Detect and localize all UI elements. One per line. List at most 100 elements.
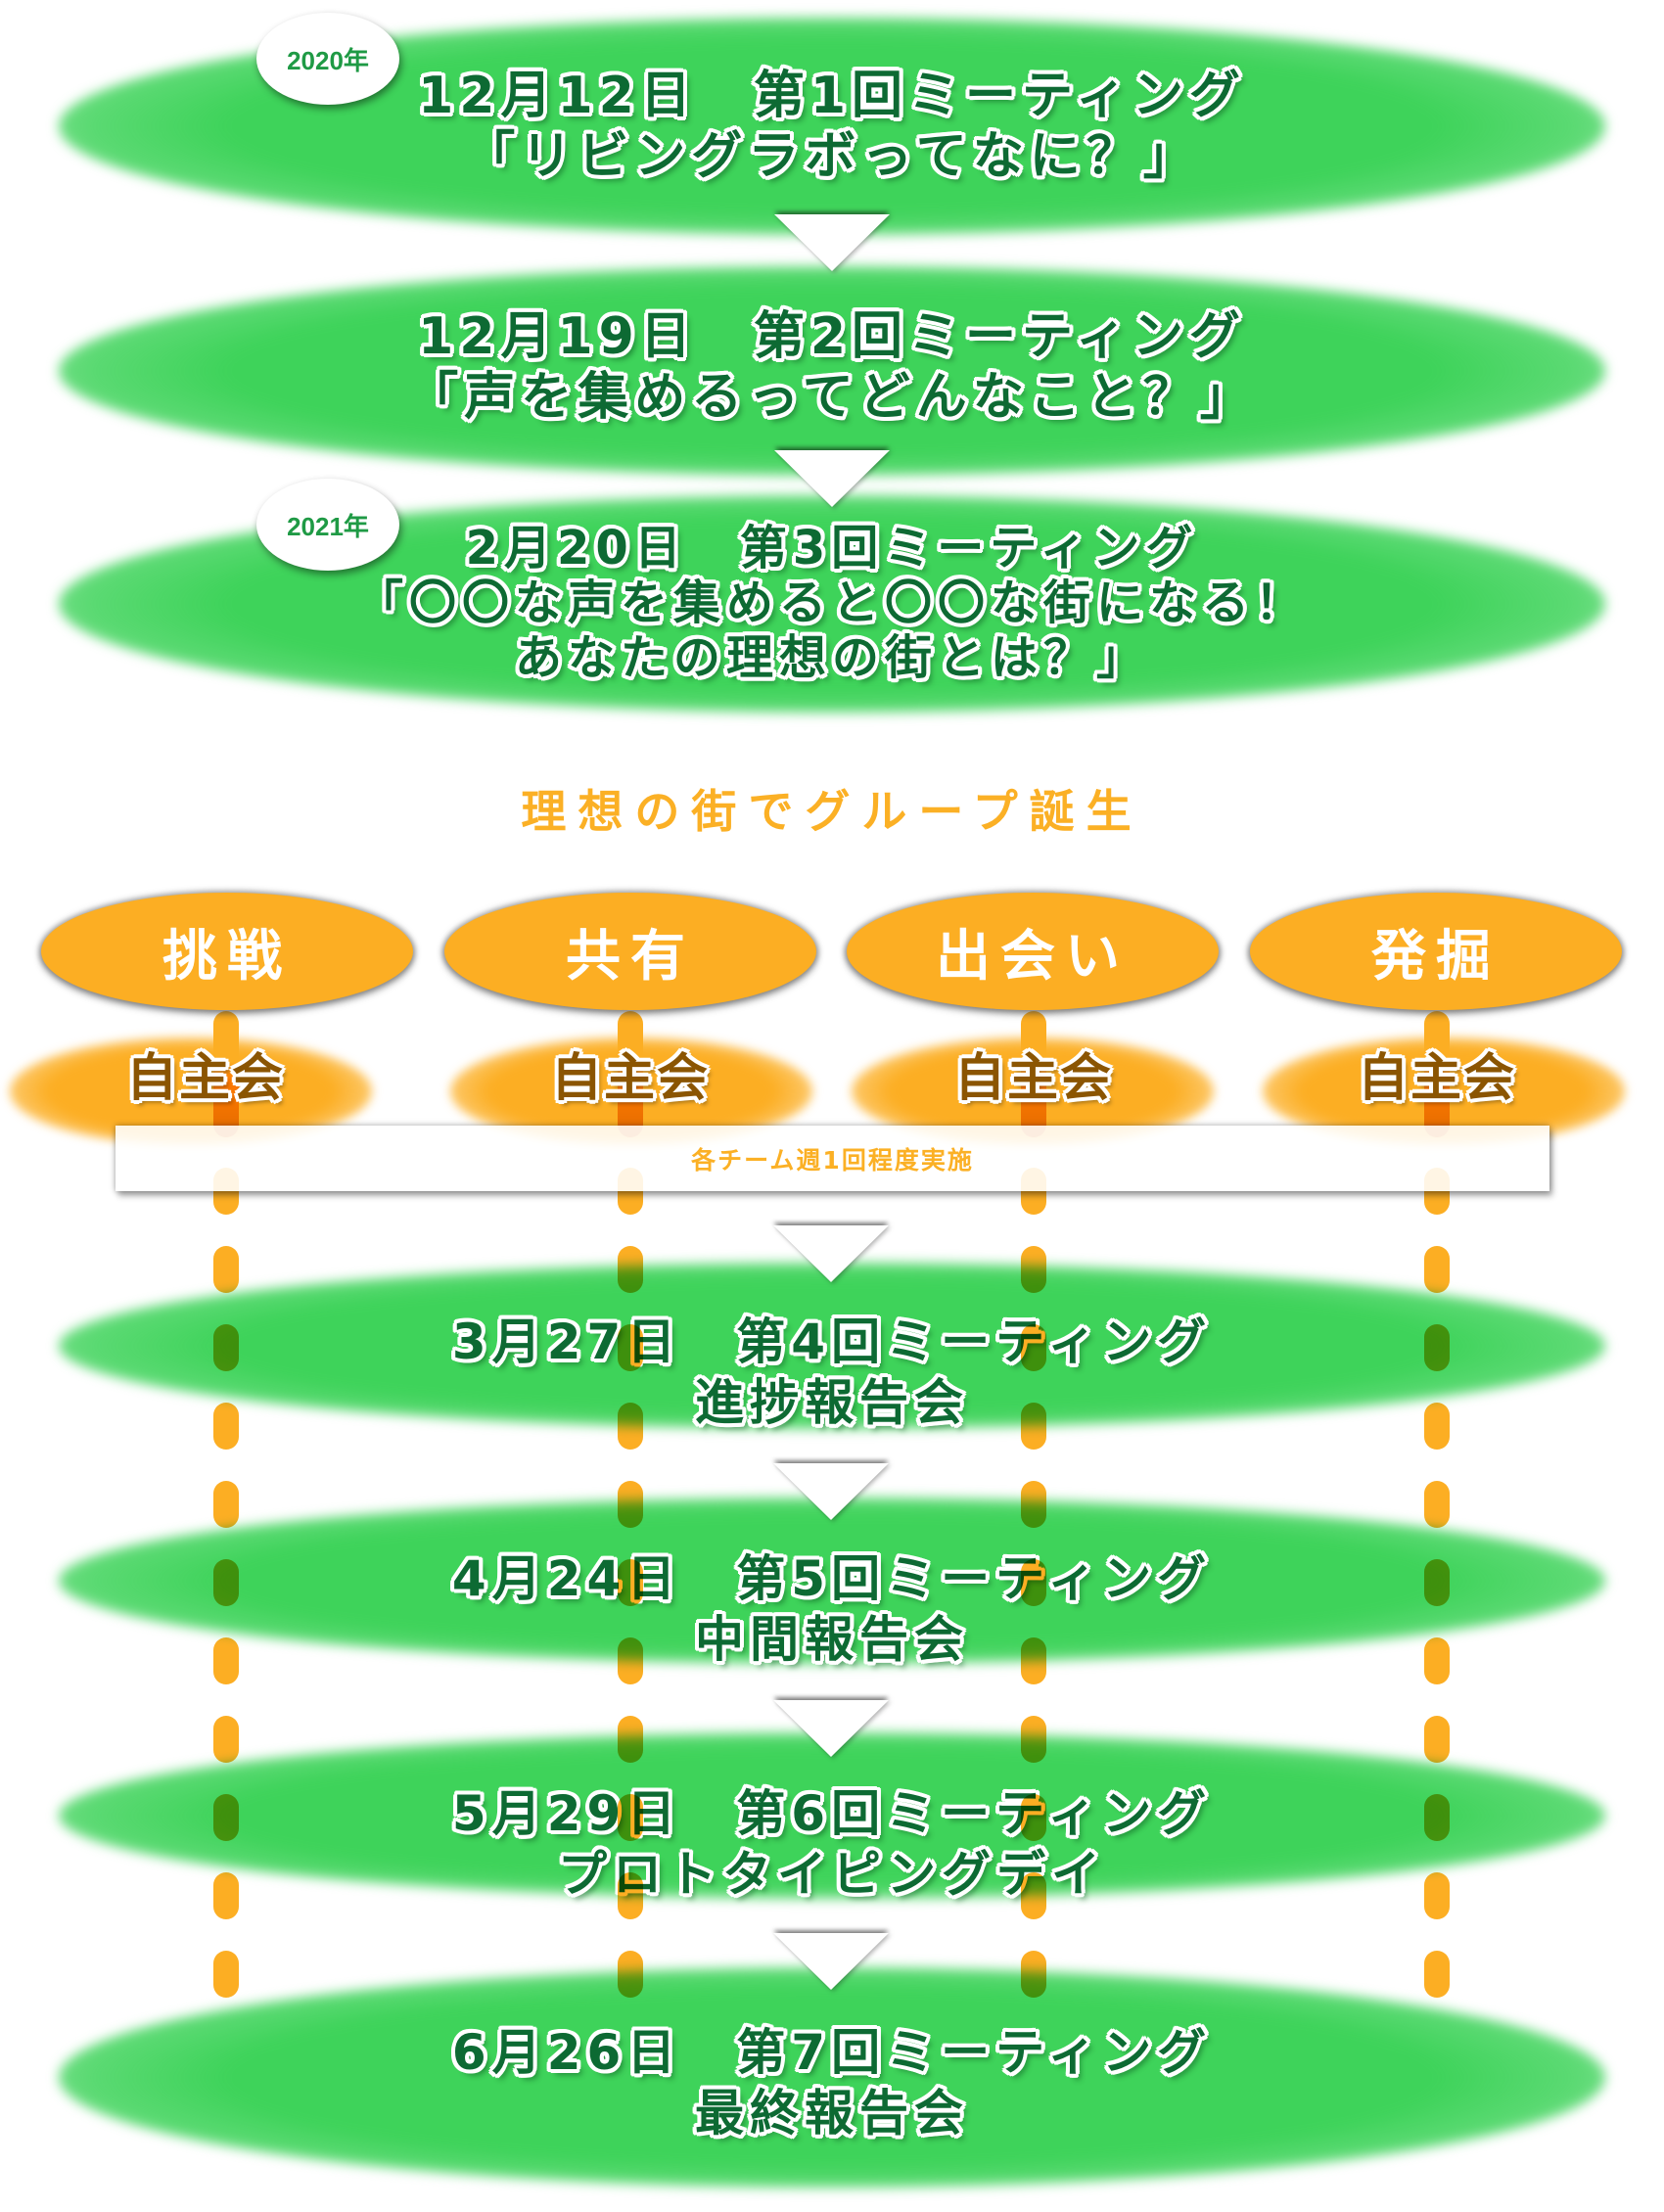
arrow-down-icon bbox=[773, 1225, 889, 1282]
connector-dash bbox=[213, 1324, 239, 1371]
connector-line-1 bbox=[213, 1011, 239, 1137]
connector-dash bbox=[213, 1246, 239, 1293]
connector-dash bbox=[1021, 1481, 1046, 1528]
group-name: 発掘 bbox=[1371, 924, 1501, 989]
meeting-5-background bbox=[59, 1498, 1605, 1664]
meeting-date: 12月19日 bbox=[418, 307, 697, 366]
year-label: 2021年 bbox=[287, 511, 369, 541]
meeting-title: 第4回ミーティング bbox=[736, 1313, 1213, 1370]
connector-dash bbox=[1021, 1324, 1046, 1371]
group-encounter: 出会い bbox=[847, 893, 1219, 1010]
meeting-title: 第2回ミーティング bbox=[753, 307, 1246, 366]
connector-dash bbox=[1021, 1872, 1046, 1919]
meeting-title: 第7回ミーティング bbox=[736, 2024, 1213, 2081]
connector-dash bbox=[1424, 1559, 1450, 1606]
connector-line-4 bbox=[1424, 1011, 1450, 1137]
meeting-5-heading: 4月24日 第5回ミーティング bbox=[0, 1554, 1664, 1603]
year-badge-2020: 2020年 bbox=[256, 13, 399, 105]
year-badge-2021: 2021年 bbox=[256, 479, 399, 571]
connector-dash bbox=[1021, 1716, 1046, 1763]
meeting-subtitle-2: あなたの理想の街とは？」 bbox=[514, 630, 1149, 685]
meeting-2: 12月19日 第2回ミーティング 「声を集めるってどんなこと？」 bbox=[0, 311, 1664, 423]
connector-dash bbox=[618, 1794, 643, 1841]
connector-dash bbox=[213, 1403, 239, 1450]
connector-line-2 bbox=[618, 1011, 643, 1137]
connector-dash bbox=[1021, 1403, 1046, 1450]
group-name: 挑戦 bbox=[162, 924, 292, 989]
meeting-date: 6月26日 bbox=[451, 2024, 682, 2081]
connector-dash bbox=[1424, 1872, 1450, 1919]
frequency-note: 各チーム週1回程度実施 bbox=[116, 1126, 1549, 1191]
meeting-title: 第3回ミーティング bbox=[739, 521, 1199, 576]
connector-dash bbox=[213, 1637, 239, 1684]
activity-label-1: 自主会 bbox=[125, 1049, 285, 1108]
connector-dash bbox=[618, 1481, 643, 1528]
connector-dash bbox=[1424, 1324, 1450, 1371]
group-discovery: 発掘 bbox=[1250, 893, 1622, 1010]
connector-dash bbox=[1424, 1951, 1450, 1998]
connector-dash bbox=[618, 1716, 643, 1763]
meeting-4: 3月27日 第4回ミーティング 進捗報告会 bbox=[0, 1317, 1664, 1427]
meeting-subtitle: 「リビングラボってなに？」 bbox=[464, 127, 1200, 186]
connector-dash bbox=[1021, 1951, 1046, 1998]
connector-dash bbox=[213, 1559, 239, 1606]
arrow-down-icon bbox=[773, 1933, 889, 1990]
connector-dash bbox=[1021, 1637, 1046, 1684]
meeting-5: 4月24日 第5回ミーティング 中間報告会 bbox=[0, 1554, 1664, 1664]
connector-dash bbox=[1021, 1559, 1046, 1606]
activity-label-2: 自主会 bbox=[550, 1049, 710, 1108]
meeting-title: 第6回ミーティング bbox=[736, 1785, 1213, 1842]
meeting-date: 4月24日 bbox=[451, 1550, 682, 1607]
meeting-3-heading: 2月20日 第3回ミーティング bbox=[0, 525, 1664, 572]
connector-dash bbox=[213, 1951, 239, 1998]
connector-dash bbox=[213, 1481, 239, 1528]
connector-dash bbox=[213, 1794, 239, 1841]
meeting-2-heading: 12月19日 第2回ミーティング bbox=[0, 311, 1664, 362]
meeting-subtitle: 最終報告会 bbox=[695, 2085, 969, 2142]
meeting-7: 6月26日 第7回ミーティング 最終報告会 bbox=[0, 2028, 1664, 2138]
meeting-1-heading: 12月12日 第1回ミーティング bbox=[0, 70, 1664, 121]
connector-dash bbox=[213, 1872, 239, 1919]
meeting-7-background bbox=[59, 1967, 1605, 2188]
meeting-date: 5月29日 bbox=[451, 1785, 682, 1842]
group-challenge: 挑戦 bbox=[41, 893, 413, 1010]
connector-dash bbox=[213, 1716, 239, 1763]
connector-dash bbox=[1424, 1481, 1450, 1528]
meeting-6: 5月29日 第6回ミーティング プロトタイピングデイ bbox=[0, 1789, 1664, 1899]
meeting-subtitle: 「〇〇な声を集めると〇〇な街になる！ bbox=[355, 576, 1308, 630]
meeting-6-background bbox=[59, 1732, 1605, 1899]
connector-dash bbox=[618, 1559, 643, 1606]
connector-dash bbox=[618, 1246, 643, 1293]
meeting-subtitle: 進捗報告会 bbox=[695, 1374, 969, 1431]
connector-dash bbox=[618, 1951, 643, 1998]
connector-dash bbox=[618, 1403, 643, 1450]
meeting-date: 3月27日 bbox=[451, 1313, 682, 1370]
connector-dash bbox=[1424, 1403, 1450, 1450]
connector-dash bbox=[1424, 1716, 1450, 1763]
section-title: 理想の街でグループ誕生 bbox=[521, 785, 1143, 838]
meeting-title: 第1回ミーティング bbox=[753, 67, 1246, 125]
meeting-date: 2月20日 bbox=[465, 521, 687, 576]
meeting-subtitle: プロトタイピングデイ bbox=[558, 1846, 1106, 1903]
connector-dash bbox=[1424, 1794, 1450, 1841]
connector-dash bbox=[1021, 1794, 1046, 1841]
arrow-down-icon bbox=[773, 1463, 889, 1520]
arrow-down-icon bbox=[773, 1700, 889, 1757]
arrow-down-icon bbox=[774, 450, 890, 507]
group-name: 共有 bbox=[566, 924, 695, 989]
year-label: 2020年 bbox=[287, 45, 369, 75]
connector-line-3 bbox=[1021, 1011, 1046, 1137]
meeting-4-background bbox=[59, 1263, 1605, 1429]
arrow-down-icon bbox=[774, 214, 890, 271]
connector-dash bbox=[1424, 1246, 1450, 1293]
meeting-1: 12月12日 第1回ミーティング 「リビングラボってなに？」 bbox=[0, 70, 1664, 182]
meeting-3: 2月20日 第3回ミーティング 「〇〇な声を集めると〇〇な街になる！ あなたの理… bbox=[0, 525, 1664, 681]
connector-dash bbox=[1424, 1637, 1450, 1684]
meeting-date: 12月12日 bbox=[418, 67, 697, 125]
connector-dash bbox=[1021, 1246, 1046, 1293]
connector-dash bbox=[618, 1637, 643, 1684]
group-share: 共有 bbox=[444, 893, 816, 1010]
meeting-6-heading: 5月29日 第6回ミーティング bbox=[0, 1789, 1664, 1838]
meeting-title: 第5回ミーティング bbox=[736, 1550, 1213, 1607]
activity-label-4: 自主会 bbox=[1357, 1049, 1516, 1108]
